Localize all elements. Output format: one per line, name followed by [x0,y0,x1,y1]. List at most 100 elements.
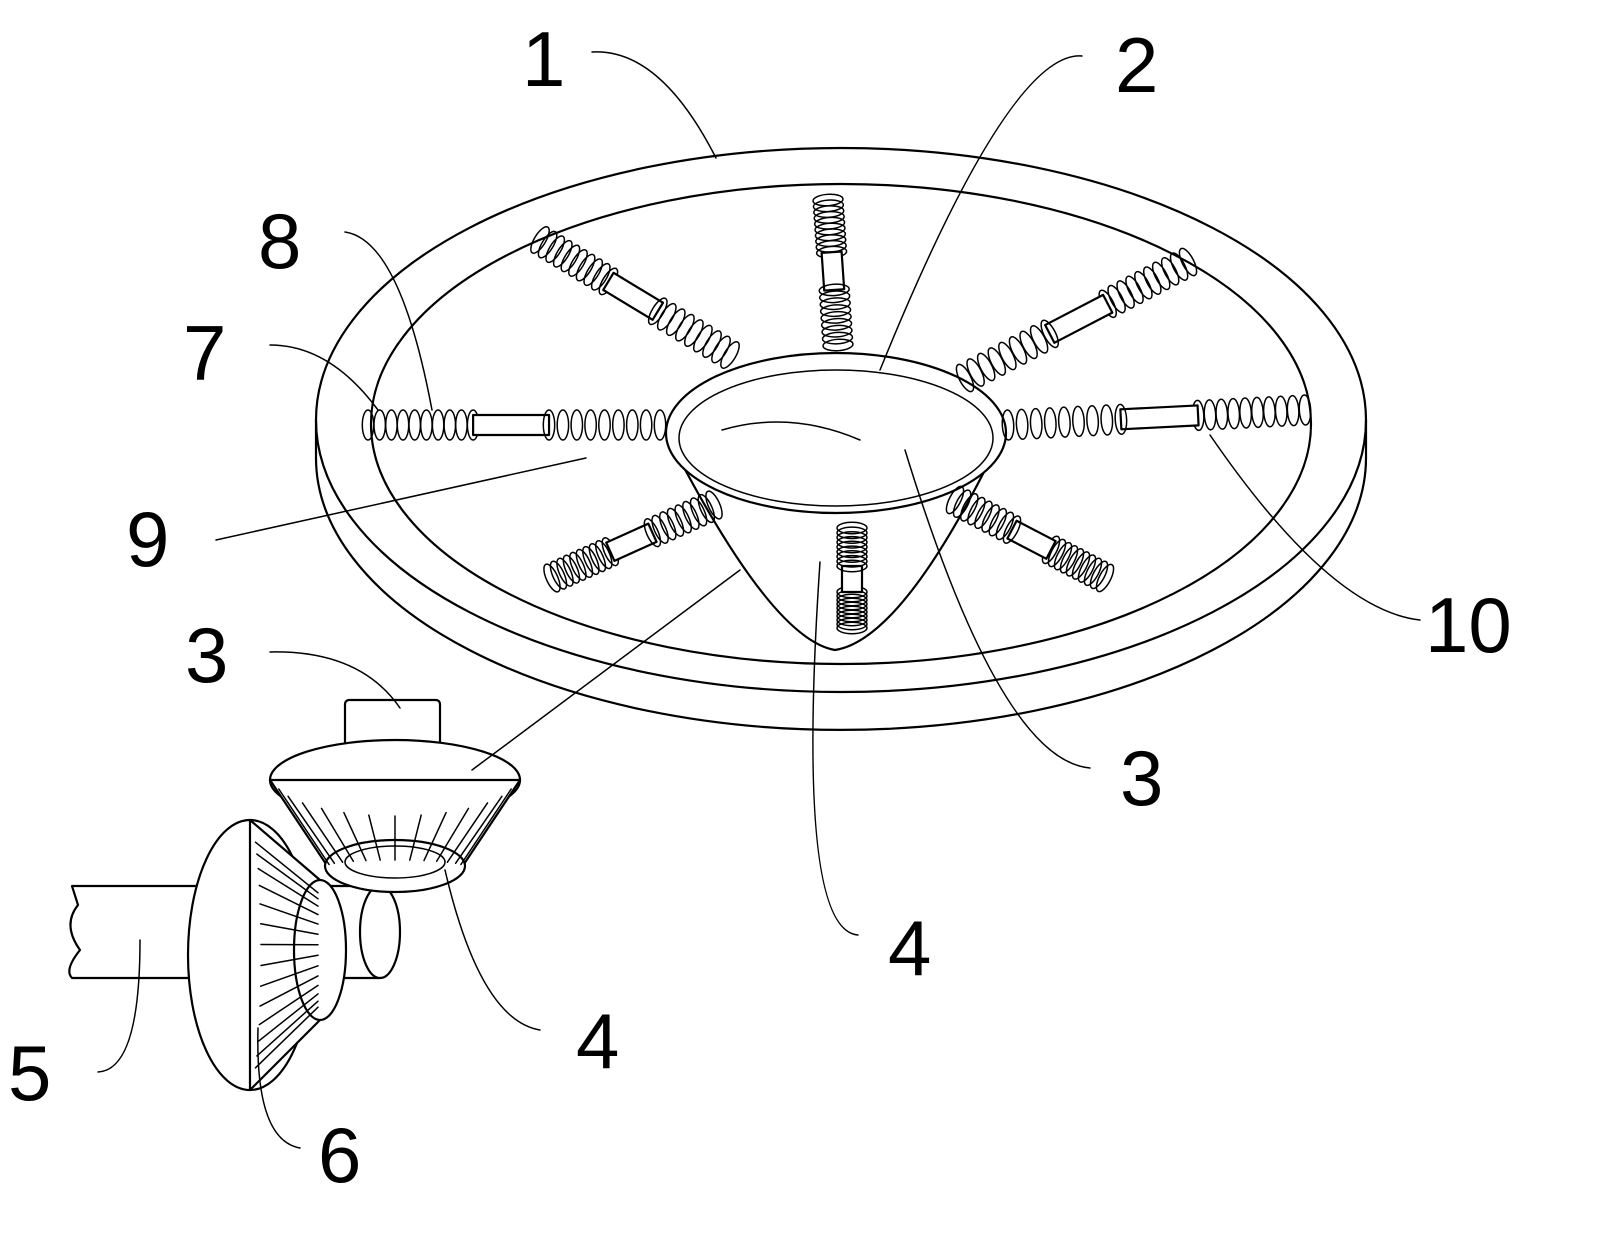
telescopic-rod [1006,519,1057,560]
spring-coil [1071,551,1091,580]
callout-9: 9 [126,495,169,583]
gear-tooth [409,814,422,861]
callout-5: 5 [8,1029,51,1117]
spring-coil [1142,266,1162,295]
spring-coil [711,335,731,364]
spring-coil [542,409,556,441]
spring-coil [702,330,722,359]
spring-coil [1057,406,1071,438]
callout-8: 8 [258,197,301,285]
gear-tooth [254,841,319,894]
gear-tooth [256,853,319,900]
spring-coil [373,409,387,441]
gear-assembly [68,698,522,1092]
spring-coil [1008,336,1028,365]
spring-coil [683,319,704,348]
spring-coil [967,496,986,526]
spring-coil [682,500,700,531]
callout-7: 7 [183,309,226,397]
spring-coil [583,258,604,287]
spring-coil [1169,252,1189,281]
gear-tooth [343,811,367,862]
spring-coil [454,409,468,441]
spring-coil [658,511,677,541]
spring-coil [1160,256,1180,286]
spring-coil [560,244,581,273]
spring-coil [552,239,573,268]
gear-teeth [278,788,512,866]
spring-coil [1251,396,1264,429]
gear-tooth [258,984,319,1026]
vertical-bevel-gear [186,818,348,1092]
spring-coil [1100,404,1114,436]
gear-tooth [454,795,503,865]
spring-coil [1083,557,1103,587]
telescopic-rod [472,413,551,437]
spring-coil [819,304,852,318]
gear-tooth [435,807,470,863]
spring-coil [836,531,868,544]
spring-coil [674,313,695,342]
spring-coil [543,563,561,593]
spring-coil [836,526,868,540]
spring-coil [1001,409,1015,441]
spring-coil [588,542,607,573]
spring-coil [1077,554,1097,583]
spring-coil [1065,548,1085,577]
gear-tooth [257,993,319,1043]
spring-coil [575,253,596,282]
spoke-assemblies [361,193,1312,635]
spring-coil [590,262,611,291]
spring-coil [1116,280,1135,309]
spring-coil [1043,407,1057,439]
callout-10: 10 [1425,581,1512,669]
spring-coil [625,409,639,441]
spring-coil [836,540,868,554]
spring-coil [1095,563,1115,593]
spring-coil [821,331,854,345]
spoke-3 [812,193,854,352]
spring-coil [1239,397,1253,429]
spring-coil [1089,560,1109,590]
spring-coil [818,290,851,304]
spring-coil [545,235,566,264]
spring-coil [584,409,598,441]
spring-coil [575,548,594,579]
gear-tooth [257,867,319,907]
spring-coil [819,297,851,311]
spring-coil [568,249,588,277]
spring-coil [1029,407,1043,440]
spoke-8 [543,490,723,593]
gear-tooth [320,807,355,863]
spring-coil [981,504,1000,533]
spring-coil [1019,330,1038,360]
spring-coil [1015,408,1029,441]
spring-coil [692,324,713,353]
spring-coil [821,324,853,338]
spring-coil [836,550,868,563]
spring-coil [822,338,854,352]
spoke-6 [945,485,1115,593]
telescopic-rod [602,271,665,321]
spring-coil [976,352,996,382]
spring-coil [1274,395,1288,427]
gear-tooth [301,802,344,863]
spring-coil [431,409,445,441]
spring-coil [419,409,433,441]
spoke-1 [361,409,667,441]
spring-coil [1134,270,1153,300]
spring-coil [594,539,613,570]
gear-tooth [260,954,319,967]
spring-coil [1002,515,1022,544]
spring-coil [570,409,584,441]
spring-coil [1114,403,1128,436]
spring-coil [836,593,868,607]
gear-tooth [460,788,512,866]
spring-coil [705,490,723,520]
callout-3-right: 3 [1120,734,1163,822]
gear-tooth [256,1000,319,1057]
spring-coil [836,559,868,573]
spring-coil [562,554,581,584]
callout-4-lower: 4 [576,997,619,1085]
